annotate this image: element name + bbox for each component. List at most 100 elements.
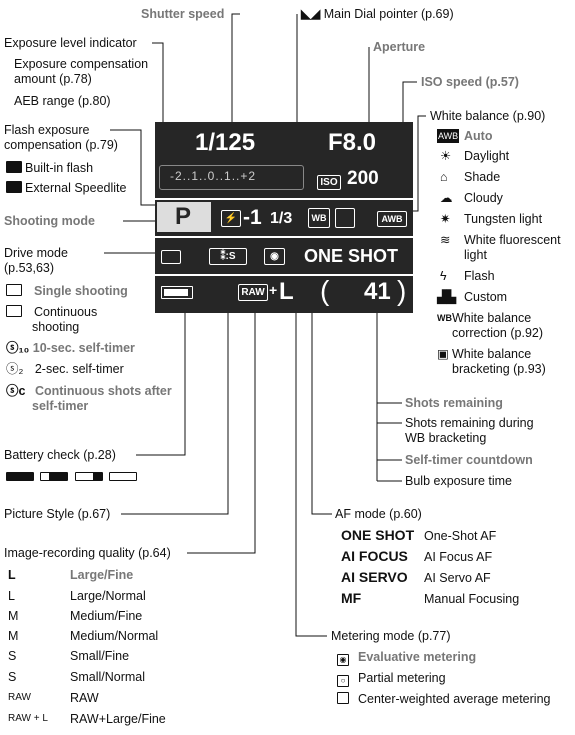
quality-code: M (8, 629, 19, 643)
timer10-icon: ⓢ₁₀ (6, 341, 33, 355)
af-code: MF (341, 590, 362, 606)
quality-label: Large/Fine (70, 568, 134, 582)
quality-label: Medium/Normal (70, 629, 159, 643)
wb-item: Tungsten light (464, 212, 543, 226)
label-exposure-level: Exposure level indicator (4, 36, 137, 50)
external-speedlite-row: External Speedlite (6, 181, 126, 195)
af-code: AI FOCUS (341, 548, 408, 564)
fluorescent-icon: ≋ (440, 233, 451, 247)
metering-label: Center-weighted average metering (358, 692, 551, 706)
wb-item: Cloudy (464, 191, 503, 205)
lcd-af-mode: ONE SHOT (304, 246, 399, 266)
lcd-flash-icon: ⚡ (221, 210, 241, 227)
drive-timerc-row: ⓢc Continuous shots after (6, 384, 172, 398)
tungsten-icon: ✷ (440, 212, 451, 226)
lcd-divider (155, 198, 413, 200)
label-shots-remaining: Shots remaining (405, 396, 503, 410)
wb-item: Custom (464, 290, 508, 304)
label-exp-comp-2: amount (p.78) (14, 72, 92, 86)
speedlite-icon (6, 181, 22, 193)
wb-correction-icon: WB (437, 313, 452, 323)
label-flash-comp-1: Flash exposure (4, 123, 90, 137)
lcd-picture-style: ⁑:S (209, 248, 247, 265)
quality-code: S (8, 670, 17, 684)
quality-code: RAW + L (8, 713, 48, 724)
quality-label: RAW+Large/Fine (70, 712, 166, 726)
speedlite-text: External Speedlite (25, 181, 127, 195)
label-shooting-mode: Shooting mode (4, 214, 95, 228)
quality-label: RAW (70, 691, 99, 705)
wb-bracketing-icon: ▣ (437, 347, 449, 361)
quality-label: Medium/Fine (70, 609, 143, 623)
battery-empty-icon (109, 472, 138, 481)
label-shots-wb-2: WB bracketing (405, 431, 487, 445)
label-metering-mode: Metering mode (p.77) (331, 629, 451, 643)
wb-item: Auto (464, 129, 493, 143)
af-label: AI Focus AF (424, 550, 493, 564)
lcd-wb-awb: AWB (377, 211, 407, 227)
lcd-raw-plus: + (269, 282, 278, 298)
label-selftimer-countdown: Self-timer countdown (405, 453, 533, 467)
label-af-mode: AF mode (p.60) (335, 507, 422, 521)
lcd-bracket-open: ( (320, 275, 330, 306)
drive-timerc-text-2: self-timer (32, 399, 89, 413)
timerc-icon: ⓢc (6, 384, 29, 398)
label-aperture: Aperture (373, 40, 426, 54)
lcd-scale-text: -2..1..0..1..+2 (170, 169, 257, 183)
lcd-panel: 1/125 F8.0 -2..1..0..1..+2 ISO 200 P ⚡ -… (155, 122, 413, 313)
drive-timer2-row: ⓢ₂ 2-sec. self-timer (6, 362, 124, 376)
label-bulb: Bulb exposure time (405, 474, 513, 488)
lcd-battery (161, 286, 193, 299)
evaluative-metering-row: ◉Evaluative metering (337, 650, 476, 666)
label-shots-wb-1: Shots remaining during (405, 416, 534, 430)
quality-code: M (8, 609, 19, 623)
af-label: Manual Focusing (424, 592, 520, 606)
drive-single-text: Single shooting (34, 284, 128, 298)
main-dial-icon: ◣◢ (301, 7, 324, 21)
lcd-bracket-close: ) (397, 275, 407, 306)
wb-auto-icon: AWB (437, 129, 460, 143)
lcd-divider-3 (155, 274, 413, 276)
quality-label: Large/Normal (70, 589, 146, 603)
center-weighted-row: Center-weighted average metering (337, 692, 550, 706)
wb-item: Daylight (464, 149, 510, 163)
quality-code: L (8, 568, 16, 582)
drive-continuous-text-1: Continuous (34, 305, 98, 319)
label-aeb: AEB range (p.80) (14, 94, 111, 108)
label-flash-comp-2: compensation (p.79) (4, 138, 118, 152)
label-picture-style: Picture Style (p.67) (4, 507, 111, 521)
lcd-quality-l: L (279, 278, 294, 305)
shade-icon: ⌂ (440, 170, 448, 184)
label-battery-check: Battery check (p.28) (4, 448, 116, 462)
battery-one-third-icon (74, 472, 103, 481)
cloud-icon: ☁ (440, 191, 453, 205)
wb-item: White fluorescent (464, 233, 561, 247)
label-shutter-speed: Shutter speed (141, 7, 225, 21)
af-code: AI SERVO (341, 569, 408, 585)
lcd-mode: P (175, 203, 192, 230)
sun-icon: ☀ (440, 149, 452, 163)
label-iso-speed: ISO speed (p.57) (421, 75, 519, 89)
timer2-icon: ⓢ₂ (6, 362, 27, 376)
lcd-shutter: 1/125 (195, 129, 256, 156)
builtin-flash-icon (6, 161, 22, 173)
single-shot-icon (6, 284, 22, 296)
quality-code: L (8, 589, 15, 603)
drive-timer10-row: ⓢ₁₀ 10-sec. self-timer (6, 341, 135, 355)
lcd-iso-badge: ISO (317, 175, 341, 190)
builtin-flash-text: Built-in flash (25, 161, 94, 175)
lcd-iso: 200 (347, 168, 379, 189)
quality-code: RAW (8, 692, 31, 703)
af-code: ONE SHOT (341, 527, 415, 543)
battery-full-icon (6, 472, 34, 481)
drive-continuous-row: Continuous (6, 305, 97, 319)
quality-label: Small/Normal (70, 670, 146, 684)
lcd-flash-comp: -1 (243, 206, 262, 229)
main-dial-text: Main Dial pointer (p.69) (323, 7, 454, 21)
drive-timerc-text-1: Continuous shots after (34, 384, 172, 398)
builtin-flash-row: Built-in flash (6, 161, 93, 175)
quality-code: S (8, 649, 17, 663)
af-label: One-Shot AF (424, 529, 497, 543)
lcd-raw: RAW (238, 284, 268, 301)
label-exp-comp-1: Exposure compensation (14, 57, 149, 71)
